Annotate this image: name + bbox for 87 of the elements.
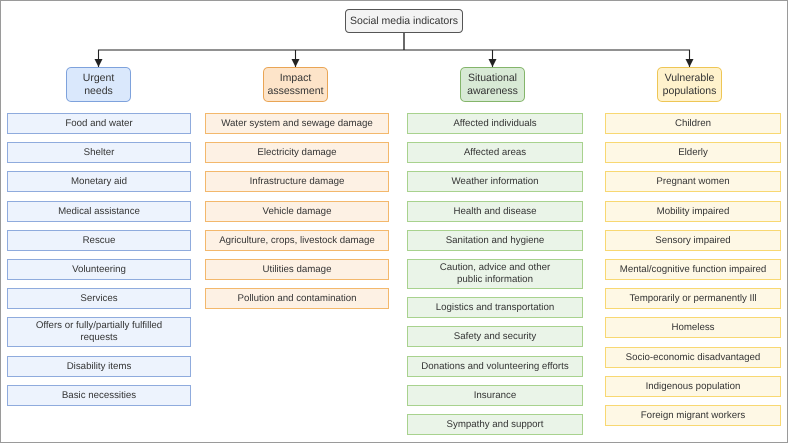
item-box xyxy=(205,201,389,222)
item-label: Donations and volunteering efforts xyxy=(421,360,569,372)
item-box xyxy=(7,259,191,280)
item-box xyxy=(205,230,389,251)
item-box xyxy=(205,259,389,280)
item-box xyxy=(407,142,583,163)
item-label: Affected individuals xyxy=(453,118,537,130)
item-label: Indigenous population xyxy=(646,380,740,392)
item-box xyxy=(407,326,583,347)
item-label: Infrastructure damage xyxy=(250,176,344,188)
item-label: Logistics and transportation xyxy=(436,302,554,314)
item-label: Pollution and contamination xyxy=(237,292,357,304)
item-box xyxy=(605,201,781,222)
item-label: Rescue xyxy=(82,234,116,246)
item-label: Shelter xyxy=(84,146,114,158)
item-box xyxy=(205,288,389,309)
item-box xyxy=(7,201,191,222)
item-box xyxy=(605,376,781,397)
category-label: Impact assessment xyxy=(267,72,324,98)
item-label: Temporarily or permanently Ill xyxy=(629,292,757,304)
item-label: Mental/cognitive function impaired xyxy=(620,264,766,276)
item-label: Water system and sewage damage xyxy=(221,118,373,130)
item-box xyxy=(205,113,389,134)
item-box xyxy=(7,356,191,377)
item-box xyxy=(605,230,781,251)
item-box xyxy=(7,230,191,251)
item-label: Mobility impaired xyxy=(656,206,730,218)
category-label: Situational awareness xyxy=(466,72,519,98)
category-label: Vulnerable populations xyxy=(662,72,718,98)
item-box xyxy=(605,288,781,309)
item-label: Caution, advice and other public information xyxy=(438,262,552,286)
item-label: Sanitation and hygiene xyxy=(446,234,544,246)
item-box xyxy=(407,171,583,192)
item-label: Agriculture, crops, livestock damage xyxy=(219,234,375,246)
item-box xyxy=(205,142,389,163)
item-label: Health and disease xyxy=(454,206,536,218)
item-box xyxy=(407,230,583,251)
item-box xyxy=(605,317,781,338)
item-label: Affected areas xyxy=(464,146,526,158)
item-box xyxy=(407,414,583,435)
category-box xyxy=(460,67,525,102)
root-node-box xyxy=(345,9,463,33)
item-label: Disability items xyxy=(66,360,132,372)
item-label: Safety and security xyxy=(454,330,536,342)
item-box xyxy=(605,405,781,426)
item-label: Insurance xyxy=(474,390,516,402)
item-box xyxy=(205,171,389,192)
item-box xyxy=(7,142,191,163)
item-label: Medical assistance xyxy=(58,206,140,218)
category-label: Urgent needs xyxy=(82,72,116,98)
item-label: Children xyxy=(674,118,712,130)
item-box xyxy=(407,259,583,289)
item-label: Homeless xyxy=(671,322,715,334)
item-box xyxy=(605,171,781,192)
item-box xyxy=(407,356,583,377)
item-label: Electricity damage xyxy=(257,146,337,158)
item-box xyxy=(605,113,781,134)
item-label: Offers or fully/partially fulfilled requests xyxy=(34,320,164,344)
item-box xyxy=(7,385,191,406)
item-label: Sensory impaired xyxy=(655,234,731,246)
item-label: Socio-economic disadvantaged xyxy=(626,352,760,364)
item-box xyxy=(7,317,191,347)
category-box xyxy=(66,67,131,102)
item-box xyxy=(7,113,191,134)
item-box xyxy=(7,171,191,192)
item-label: Foreign migrant workers xyxy=(640,410,746,422)
item-label: Monetary aid xyxy=(70,176,127,188)
item-label: Volunteering xyxy=(72,264,126,276)
item-label: Elderly xyxy=(678,146,708,158)
item-label: Pregnant women xyxy=(656,176,730,188)
item-label: Food and water xyxy=(65,118,133,130)
item-label: Sympathy and support xyxy=(446,418,544,430)
item-box xyxy=(407,385,583,406)
item-label: Vehicle damage xyxy=(262,206,332,218)
item-label: Services xyxy=(80,292,118,304)
item-box xyxy=(605,142,781,163)
item-label: Weather information xyxy=(451,176,539,188)
item-box xyxy=(407,201,583,222)
item-box xyxy=(605,347,781,368)
arrow xyxy=(403,33,694,67)
item-box xyxy=(407,297,583,318)
root-label: Social media indicators xyxy=(350,14,458,28)
item-label: Utilities damage xyxy=(262,264,332,276)
item-box xyxy=(605,259,781,280)
item-label: Basic necessities xyxy=(62,390,136,402)
item-box xyxy=(407,113,583,134)
item-box xyxy=(7,288,191,309)
